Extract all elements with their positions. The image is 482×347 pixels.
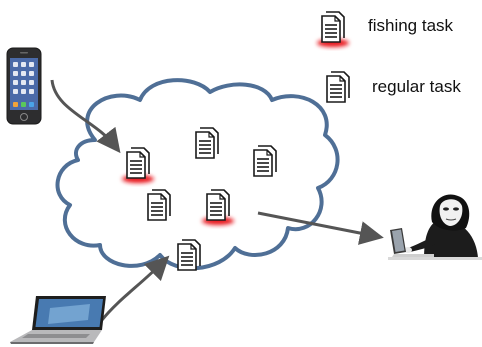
- cloud-shape: [55, 78, 340, 271]
- legend-regular-icon: [326, 71, 350, 103]
- smartphone-icon: [6, 47, 42, 125]
- arrow-laptop-to-cloud: [100, 255, 170, 321]
- legend-fishing-icon: [317, 11, 349, 47]
- legend-regular-label: regular task: [372, 77, 461, 96]
- arrow-cloud-to-attacker: [257, 211, 384, 245]
- hooded-attacker-icon: [388, 194, 482, 260]
- fishing-task-doc: [122, 147, 154, 183]
- legend-fishing-label: fishing task: [368, 16, 454, 35]
- fishing-task-doc: [202, 189, 234, 225]
- laptop-icon: [10, 296, 106, 344]
- arrow-phone-to-cloud: [50, 79, 121, 154]
